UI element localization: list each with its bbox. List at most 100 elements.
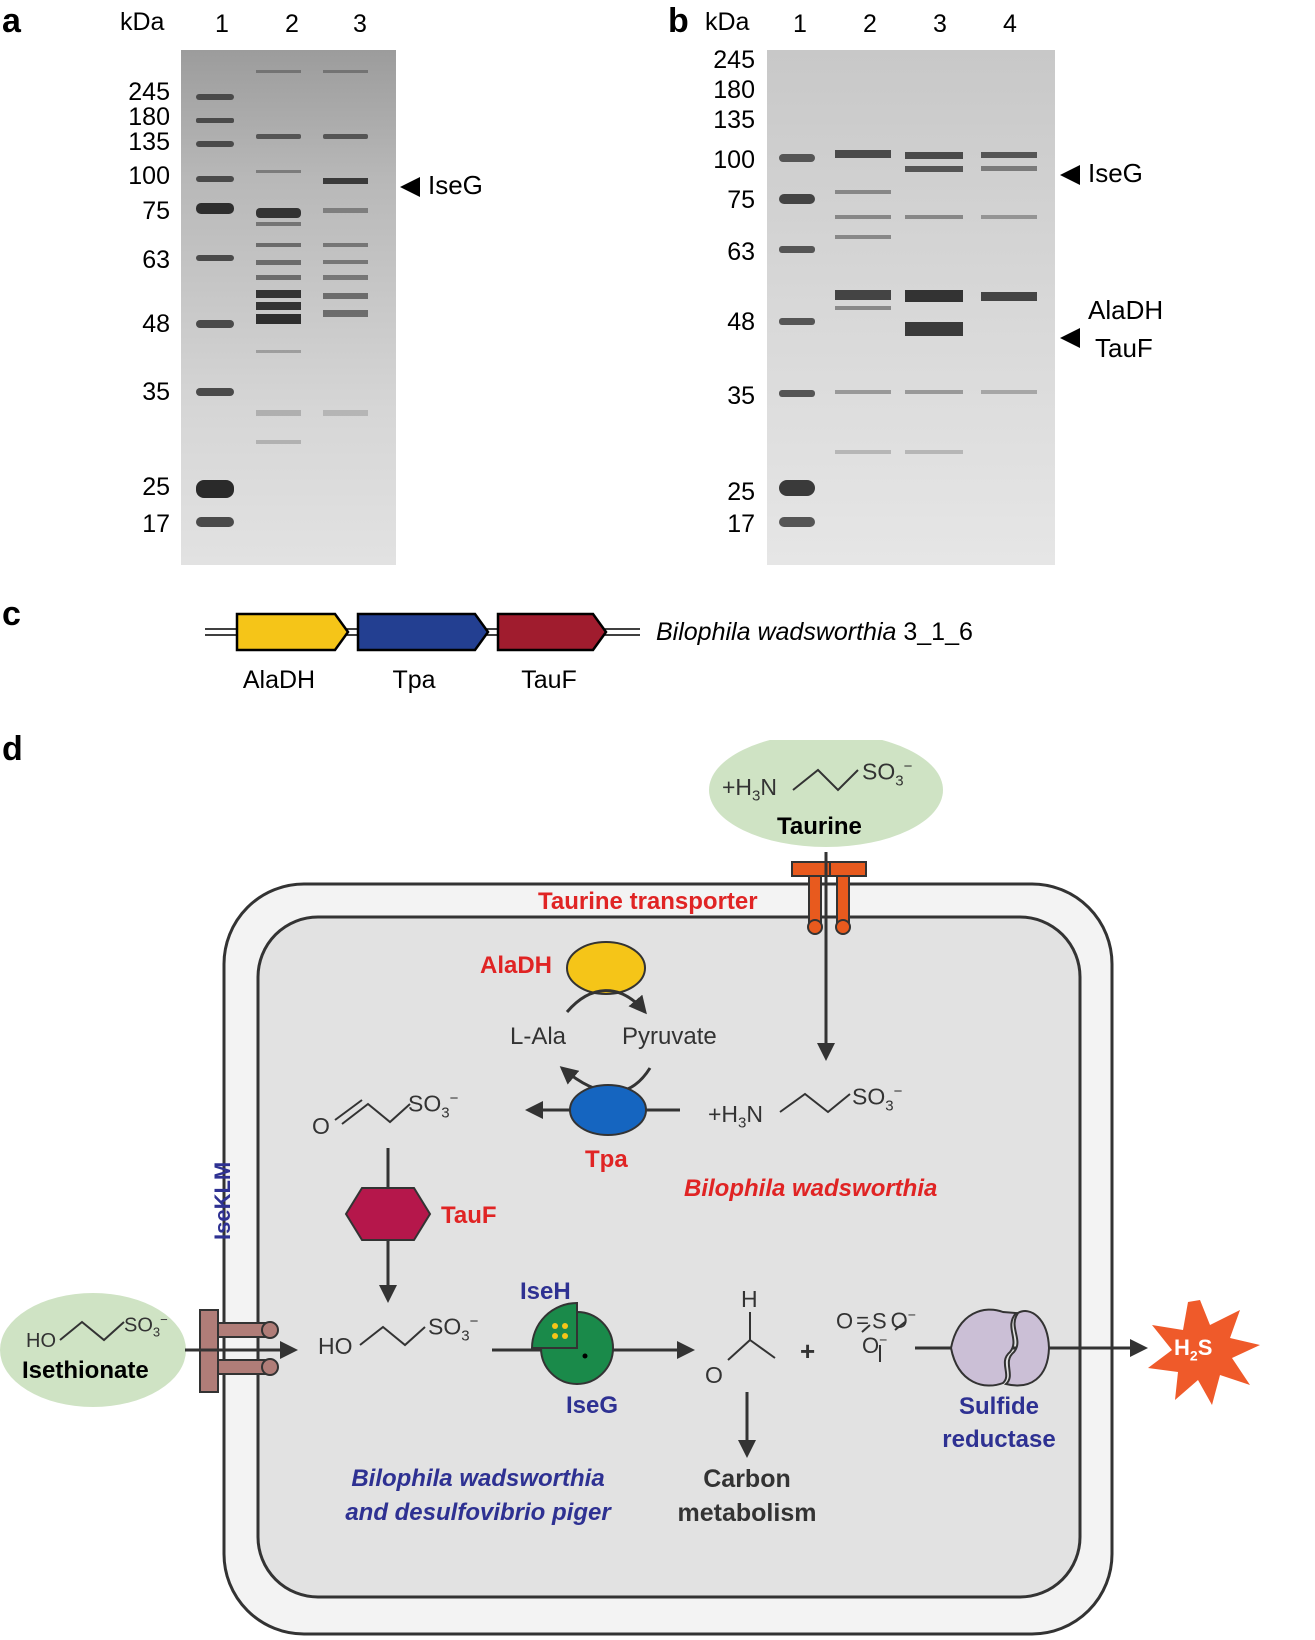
panel-a-lane-1: 1 xyxy=(215,10,229,38)
acetaldehyde-h: H xyxy=(741,1286,758,1312)
taurine-structure xyxy=(792,768,859,792)
sulfoacetaldehyde-o: O xyxy=(312,1113,330,1139)
panel-c-letter: c xyxy=(2,595,21,633)
species-red-label: Bilophila wadsworthia xyxy=(684,1175,938,1202)
panel-b-lane-3: 3 xyxy=(933,10,947,38)
panel-b-marker-100: 100 xyxy=(713,146,755,174)
tpa-enzyme-icon xyxy=(569,1084,647,1136)
species-blue-label: Bilophila wadsworthia and desulfovibrio … xyxy=(345,1465,611,1526)
sulfite-structure xyxy=(861,1321,906,1362)
panel-a-letter: a xyxy=(2,2,21,40)
panel-b-marker-25: 25 xyxy=(727,478,755,506)
taurine-formula-right: SO3− xyxy=(862,758,913,790)
aladh-enzyme-icon xyxy=(566,941,646,995)
gene-aladh-arrow xyxy=(235,612,350,652)
panel-b-lane-2: 2 xyxy=(863,10,877,38)
panel-b-kda-label: kDa xyxy=(705,8,750,36)
panel-b-marker-75: 75 xyxy=(727,186,755,214)
cell-inner-membrane xyxy=(256,915,1082,1599)
panel-a-marker-25: 25 xyxy=(142,473,170,501)
gene-tpa-arrow xyxy=(356,612,490,652)
panel-b-gel-image xyxy=(767,50,1055,565)
gene-label-tpa: Tpa xyxy=(392,666,436,694)
panel-b-marker-135: 135 xyxy=(713,106,755,134)
sulfoacetaldehyde-structure xyxy=(341,1102,411,1125)
taurine-inner-structure xyxy=(779,1092,851,1114)
panel-b-marker-245: 245 xyxy=(713,46,755,74)
h2s-label: H2S xyxy=(1174,1335,1213,1364)
panel-b-lane4-bands xyxy=(981,152,1037,394)
panel-a-marker-100: 100 xyxy=(128,162,170,190)
panel-a-marker-245: 245 xyxy=(128,78,170,106)
arrowhead-icon xyxy=(1060,165,1080,186)
panel-b-marker-180: 180 xyxy=(713,76,755,104)
panel-b-aladh-annotation: AlaDH xyxy=(1088,295,1164,325)
panel-b-tauf-annotation: TauF xyxy=(1095,333,1153,363)
taurine-inner-formula-left: +H3N xyxy=(708,1101,764,1132)
panel-a-lane-2: 2 xyxy=(285,10,299,38)
panel-b-marker-35: 35 xyxy=(727,382,755,410)
panel-b-lane-4: 4 xyxy=(1003,10,1017,38)
taurine-bubble xyxy=(709,740,943,847)
panel-a-kda-label: kDa xyxy=(120,8,165,36)
panel-b-arrowhead xyxy=(1060,321,1088,352)
panel-b-lane-1: 1 xyxy=(793,10,807,38)
acetaldehyde-structure xyxy=(727,1312,776,1361)
panel-b-marker-63: 63 xyxy=(727,238,755,266)
panel-a-marker-180: 180 xyxy=(128,103,170,131)
isethionate-inner-structure xyxy=(359,1325,426,1347)
pyruvate-label: Pyruvate xyxy=(622,1023,717,1050)
l-ala-label: L-Ala xyxy=(510,1023,567,1050)
panel-a-lane2-bands xyxy=(256,70,301,444)
panel-b-marker-48: 48 xyxy=(727,308,755,336)
pathway-diagram xyxy=(0,740,1260,1636)
arrowhead-icon xyxy=(1060,328,1080,349)
panel-b-ladder-bands xyxy=(779,154,815,527)
taurine-transporter-icon xyxy=(791,861,867,935)
gene-cluster-diagram xyxy=(205,612,640,652)
panel-a-lane-3: 3 xyxy=(353,10,367,38)
h2s-burst-icon xyxy=(1148,1300,1260,1405)
arrowhead-icon xyxy=(400,177,420,198)
iseg-label: IseG xyxy=(566,1392,619,1419)
taurine-formula-left: +H3N xyxy=(722,774,778,805)
isethionate-formula-ho: HO xyxy=(26,1330,56,1352)
panel-a-marker-135: 135 xyxy=(128,128,170,156)
isethionate-label: Isethionate xyxy=(22,1357,149,1384)
panel-a-iseg-annotation: IseG xyxy=(400,170,483,201)
gene-label-aladh: AlaDH xyxy=(242,666,316,694)
gene-tauf-arrow xyxy=(496,612,608,652)
panel-a-lane3-bands xyxy=(323,70,368,416)
iseh-label: IseH xyxy=(520,1278,571,1305)
aladh-label: AlaDH xyxy=(480,952,553,979)
isethionate-inner-ho: HO xyxy=(318,1333,353,1359)
isethionate-bubble xyxy=(0,1293,186,1407)
isethionate-structure xyxy=(59,1320,125,1342)
panel-a-marker-48: 48 xyxy=(142,310,170,338)
panel-d-letter: d xyxy=(2,730,23,768)
taurine-inner-formula-right: SO3− xyxy=(852,1083,903,1115)
panel-a-marker-35: 35 xyxy=(142,378,170,406)
panel-b-lane2-bands xyxy=(835,150,891,454)
isekLM-label: IseKLM xyxy=(210,1161,235,1240)
sulfide-reductase-label: Sulfide reductase xyxy=(942,1393,1056,1453)
panel-a-ladder-bands xyxy=(196,94,234,527)
taurine-transporter-label: Taurine transporter xyxy=(538,888,758,915)
panel-b-letter: b xyxy=(668,2,689,40)
panel-a-marker-17: 17 xyxy=(142,510,170,538)
acetaldehyde-o: O xyxy=(705,1362,723,1388)
carbon-metabolism-label: Carbon metabolism xyxy=(677,1465,817,1527)
sulfoacetaldehyde-so3: SO3− xyxy=(408,1090,459,1122)
gene-label-tauf: TauF xyxy=(521,666,577,694)
tauf-label: TauF xyxy=(441,1202,497,1229)
panel-b-marker-17: 17 xyxy=(727,510,755,538)
panel-a-marker-75: 75 xyxy=(142,197,170,225)
panel-a-marker-63: 63 xyxy=(142,246,170,274)
isethionate-inner-so3: SO3− xyxy=(428,1313,479,1345)
panel-b-lane3-bands xyxy=(905,152,963,454)
taurine-label: Taurine xyxy=(777,813,862,840)
panel-a-gel-image xyxy=(181,50,396,565)
sulfide-reductase-icon xyxy=(949,1308,1019,1387)
tauf-enzyme-icon xyxy=(344,1187,432,1241)
